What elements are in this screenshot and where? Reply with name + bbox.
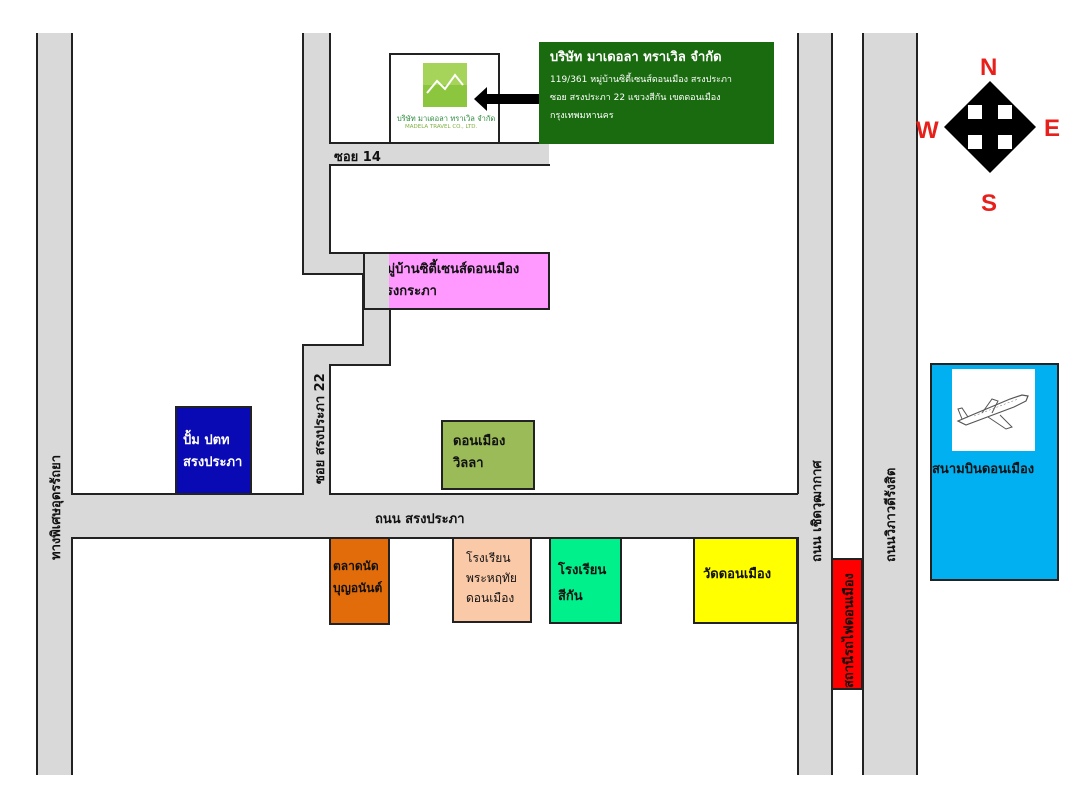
- compass-south: S: [981, 190, 998, 217]
- road-edge: [329, 364, 331, 495]
- road-edge: [329, 33, 331, 144]
- ptt-label-2: สรงประภา: [183, 455, 243, 470]
- village-soi: [303, 252, 363, 274]
- road-edge: [916, 33, 918, 775]
- villa-label-1: ดอนเมือง: [453, 434, 506, 449]
- road-edge: [499, 142, 550, 144]
- school-phrahruthai-box: โรงเรียน พระหฤทัย ดอนเมือง: [452, 537, 532, 623]
- songprapa-road: [37, 494, 797, 538]
- soi-14-label: ซอย 14: [334, 150, 381, 165]
- market-box: ตลาดนัด บุญอนันต์: [329, 537, 390, 625]
- compass-west: W: [916, 117, 939, 144]
- sikan-label-1: โรงเรียน: [558, 563, 607, 578]
- ptt-label-1: ปั้ม ปตท: [183, 433, 230, 448]
- road-edge: [302, 345, 304, 495]
- donmueang-villa-box: ดอนเมือง วิลลา: [441, 420, 535, 490]
- village-label-2: สรงกระภา: [378, 284, 437, 299]
- choet-wutthakat-road: [797, 33, 832, 775]
- village-label-1: หมู่บ้านซิตี้เซนส์ดอนเมือง: [378, 262, 520, 277]
- road-edge: [329, 493, 798, 495]
- road-edge: [862, 33, 864, 775]
- songprapa-road-label: ถนน สรงประภา: [375, 512, 465, 527]
- compass-icon: [944, 81, 1036, 173]
- road-edge: [797, 33, 799, 494]
- company-address-1: 119/361 หมู่บ้านซิตี้เซนส์ดอนเมือง สรงปร…: [550, 75, 732, 85]
- company-address-2: ซอย สรงประภา 22 แขวงสีกัน เขตดอนเมือง: [550, 93, 721, 103]
- wat-label: วัดดอนเมือง: [703, 567, 772, 582]
- road-edge: [329, 164, 550, 166]
- soi-songprapa-22-label: ซอย สรงประภา 22: [313, 373, 328, 484]
- road-edge: [36, 33, 38, 775]
- phiset-road-label: ทางพิเศษอุดรรัถยา: [49, 454, 64, 560]
- phiset-road: [37, 33, 72, 775]
- road-edge: [71, 537, 798, 539]
- airport-image: [952, 369, 1035, 451]
- jog-soi-2: [303, 345, 390, 365]
- company-address-3: กรุงเทพมหานคร: [550, 111, 614, 121]
- airport-label: สนามบินดอนเมือง: [932, 462, 1035, 477]
- phrahruthai-label-3: ดอนเมือง: [466, 591, 515, 605]
- train-station-label: สถานีรถไฟดอนเมือง: [842, 573, 857, 688]
- road-edge: [329, 142, 389, 144]
- pointer-arrow-icon: [474, 87, 540, 111]
- road-edge: [389, 309, 391, 366]
- company-logo-icon: [423, 63, 467, 107]
- road-edge: [329, 364, 391, 366]
- company-name: บริษัท มาเดอลา ทราเวิล จำกัด: [550, 50, 722, 65]
- road-edge: [71, 33, 73, 495]
- wat-donmueang-box: วัดดอนเมือง: [693, 537, 798, 624]
- choet-wutthakat-road-label: ถนน เชิดวุฒากาศ: [810, 460, 825, 562]
- train-station-box: [831, 558, 863, 690]
- ptt-box: ปั้ม ปตท สรงประภา: [175, 406, 252, 495]
- soi-songprapa-22: [303, 345, 330, 497]
- road-edge: [302, 273, 364, 275]
- market-label-1: ตลาดนัด: [333, 559, 379, 573]
- compass-east: E: [1044, 115, 1061, 142]
- company-logo-box: บริษัท มาเดอลา ทราเวิล จำกัด MADELA TRAV…: [389, 53, 500, 144]
- phrahruthai-label-1: โรงเรียน: [466, 551, 511, 565]
- road-edge: [831, 33, 833, 775]
- market-label-2: บุญอนันต์: [333, 581, 383, 595]
- company-info-box: บริษัท มาเดอลา ทราเวิล จำกัด 119/361 หมู…: [539, 42, 774, 144]
- villa-label-2: วิลลา: [453, 456, 484, 471]
- road-edge: [797, 537, 799, 775]
- logo-text-en: MADELA TRAVEL CO., LTD.: [405, 124, 478, 130]
- village-box: หมู่บ้านซิตี้เซนส์ดอนเมือง สรงกระภา: [363, 252, 550, 310]
- compass-north: N: [980, 54, 998, 81]
- road-edge: [329, 252, 364, 254]
- road-edge: [302, 344, 364, 346]
- road-edge: [329, 164, 331, 253]
- vibhavadi-road-label: ถนนวิภาวดีรังสิต: [884, 467, 899, 562]
- sikan-label-2: สีกัน: [558, 589, 583, 604]
- school-sikan-box: โรงเรียน สีกัน: [549, 537, 622, 624]
- road-edge: [71, 537, 73, 775]
- road-edge: [302, 33, 304, 274]
- logo-text-th: บริษัท มาเดอลา ทราเวิล จำกัด: [397, 114, 496, 123]
- airport-box: สนามบินดอนเมือง: [930, 363, 1059, 581]
- airplane-icon: [956, 394, 1029, 430]
- village-road-join: [365, 254, 389, 308]
- vibhavadi-road: [862, 33, 917, 775]
- soi-14: [303, 143, 549, 165]
- phrahruthai-label-2: พระหฤทัย: [466, 571, 517, 585]
